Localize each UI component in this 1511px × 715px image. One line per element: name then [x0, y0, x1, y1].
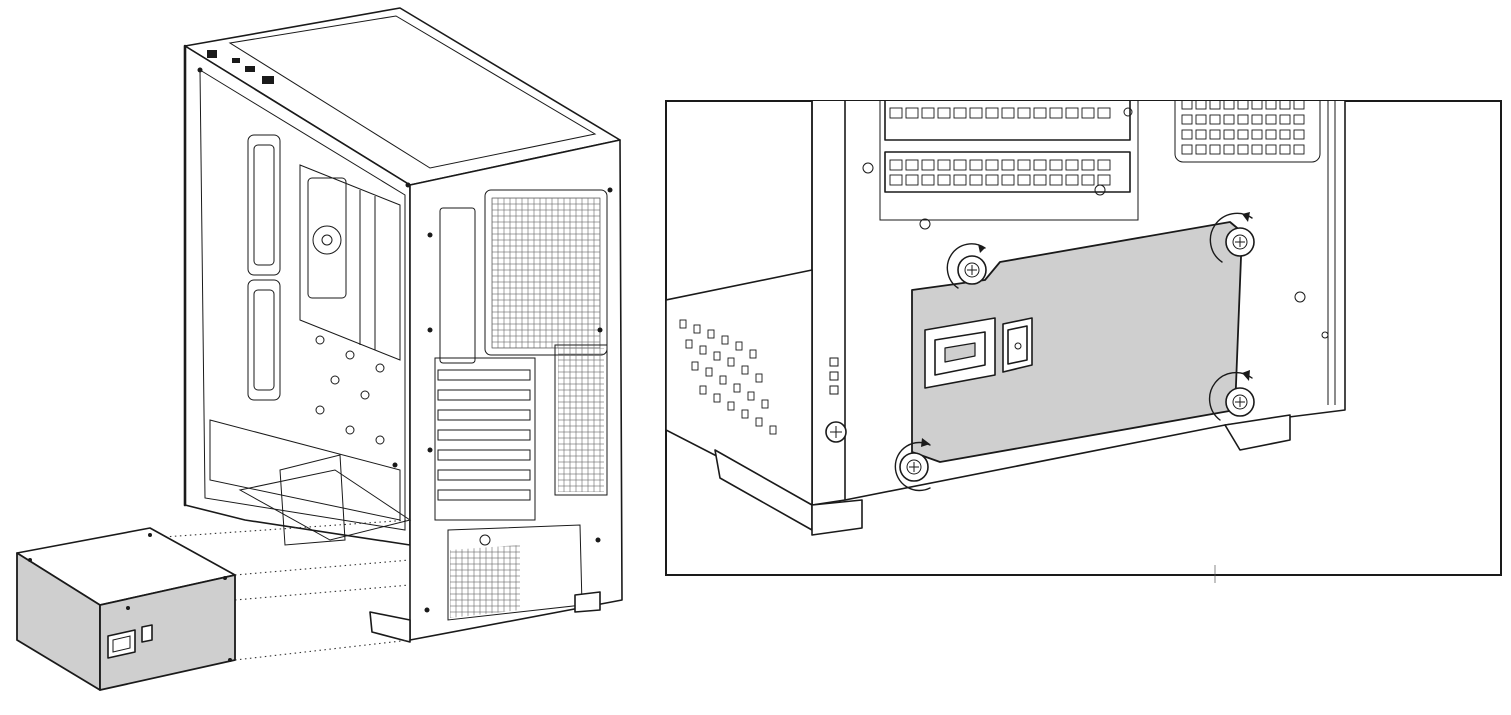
detail-panel [665, 100, 1502, 583]
screw-icon [1208, 370, 1255, 421]
front-io [207, 50, 274, 84]
detail-mount-holes [862, 107, 1329, 339]
psu-front [99, 574, 236, 691]
detail-foot-front [811, 499, 863, 536]
detail-foot-right [1224, 414, 1291, 451]
detail-vent-mesh [1174, 101, 1321, 163]
case-body [183, 7, 623, 641]
power-supply-icon [16, 527, 236, 691]
case-interior [209, 134, 412, 546]
case-standoffs [315, 335, 385, 445]
screw-icon [1209, 212, 1255, 263]
rotate-arrow-icon [1242, 370, 1250, 381]
screw-icon [946, 243, 987, 289]
power-socket-icon [107, 629, 136, 659]
rear-fan-mesh [484, 189, 608, 356]
detail-led-indicators [829, 357, 839, 395]
expansion-slots [434, 344, 608, 521]
case-feet [369, 591, 601, 643]
insertion-guide-lines [119, 519, 411, 661]
power-switch-icon [141, 624, 153, 643]
detail-thumbscrew [825, 421, 847, 443]
side-vent-holes [679, 319, 777, 435]
rotate-arrow-icon [978, 244, 985, 253]
rotate-arrow-icon [921, 438, 930, 447]
psu-rear-plate [911, 221, 1243, 463]
screw-icon [894, 438, 931, 492]
power-switch-icon [1002, 317, 1033, 373]
power-socket-icon [924, 317, 996, 389]
detail-expansion-slots [879, 101, 1139, 221]
rear-screws [197, 67, 613, 613]
rotate-arrow-icon [1242, 212, 1250, 222]
case-overview [16, 7, 623, 691]
